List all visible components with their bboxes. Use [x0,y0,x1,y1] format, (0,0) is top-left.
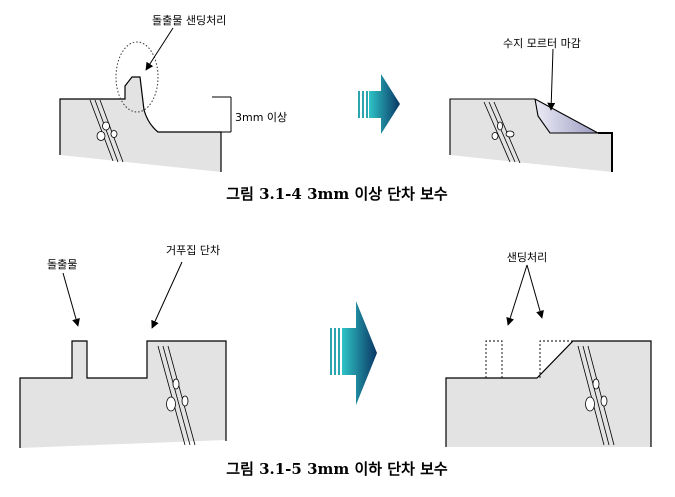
pointer-arrow [62,272,80,327]
concrete-block [60,77,221,172]
transition-arrow-icon [358,74,400,134]
label-resin-mortar: 수지 모르터 마감 [503,37,581,50]
pointer-arrow [151,261,183,329]
rebar-lines [89,99,124,163]
figure1-caption: 그림 3.1-4 3mm 이상 단차 보수 [226,185,448,203]
dimension-marker [212,96,232,133]
pointer-arrow [547,48,556,111]
label-sanding: 샌딩처리 [507,251,547,264]
block-outline [19,340,227,448]
voids [585,378,608,412]
label-dimension: 3mm 이상 [235,111,287,124]
fig1-before: 돌출물 샌딩처리 3mm 이상 [59,14,287,172]
fig2-after: 샌딩처리 [445,251,652,447]
block-outline [59,76,222,172]
pointer-arrow [506,264,528,326]
block-outline [449,98,599,155]
concrete-block [446,341,651,447]
figure2-caption: 그림 3.1-5 3mm 이하 단차 보수 [226,460,448,478]
label-protrusion-sanding: 돌출물 샌딩처리 [152,14,226,27]
voids [166,378,189,412]
fig2-before: 돌출물 거푸집 단차 [19,244,227,448]
label-protrusion: 돌출물 [47,258,77,271]
rebar-lines [157,345,196,446]
fig1-after: 수지 모르터 마감 [449,37,613,172]
concrete-block [20,341,226,448]
voids [491,121,515,140]
pointer-arrow [526,264,544,319]
concrete-block [450,99,612,172]
pointer-arrow [145,27,174,71]
highlight-ellipse [115,41,159,113]
rebar-lines [577,345,615,446]
voids [96,121,118,141]
transition-arrow-icon [330,301,377,405]
block-outline [445,340,652,447]
removed-protrusion-outline [485,340,573,378]
label-form-step: 거푸집 단차 [166,244,220,257]
